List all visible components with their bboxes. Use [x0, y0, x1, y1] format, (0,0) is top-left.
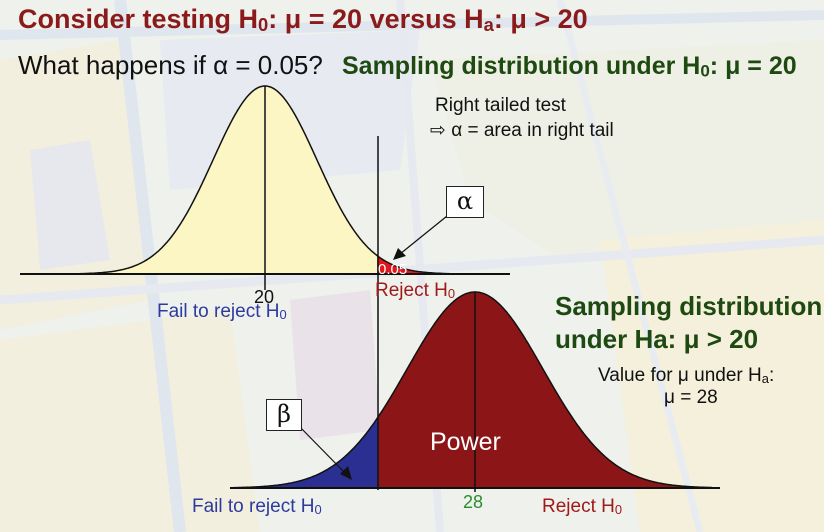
- beta-region: [232, 417, 378, 488]
- alt-reject-text: Reject H: [542, 496, 615, 517]
- alpha-value-label: 0.05: [378, 261, 408, 278]
- alternative-title-line1: Sampling distribution: [555, 291, 823, 321]
- alternative-distribution-curve: [232, 291, 712, 489]
- null-fail-to-reject-label: Fail to reject H0: [157, 302, 287, 322]
- test-type-note: Right tailed test: [435, 95, 566, 116]
- null-distribution-title: Sampling distribution under H0: μ = 20: [342, 54, 797, 80]
- title-end: : μ > 20: [493, 4, 588, 34]
- alternative-title-line2: under Ha: μ > 20: [555, 324, 759, 354]
- alpha-rejection-region: [378, 256, 500, 274]
- null-fail-text: Fail to reject H: [157, 301, 280, 322]
- alt-value-sub: a: [761, 370, 769, 386]
- alt-reject-sub: 0: [614, 501, 623, 517]
- alt-fail-text: Fail to reject H: [192, 496, 315, 517]
- title-sub-0: 0: [258, 13, 269, 35]
- alt-fail-sub: 0: [314, 501, 322, 517]
- title-prefix: Consider testing H: [18, 4, 259, 34]
- alt-value-prefix: Value for μ under H: [598, 365, 762, 386]
- beta-arrowhead: [340, 466, 352, 480]
- slide-title: Consider testing H0: μ = 20 versus Ha: μ…: [18, 6, 588, 34]
- alternative-value-line1: Value for μ under Ha:: [598, 366, 774, 386]
- alpha-pointer-arrow: [399, 211, 453, 255]
- null-reject-sub: 0: [447, 285, 456, 301]
- implies-arrow-icon: ⇨: [430, 119, 446, 141]
- alt-fail-to-reject-label: Fail to reject H0: [192, 497, 322, 517]
- null-title-sub: 0: [700, 61, 710, 81]
- alpha-arrowhead: [393, 248, 406, 260]
- alpha-definition-note: ⇨ α = area in right tail: [430, 119, 614, 141]
- power-label: Power: [430, 428, 501, 456]
- power-region: [378, 292, 712, 488]
- alpha-definition-text: α = area in right tail: [451, 120, 614, 141]
- title-mid: : μ = 20 versus H: [268, 4, 484, 34]
- null-title-prefix: Sampling distribution under H: [342, 52, 701, 80]
- null-reject-label: Reject H0: [375, 281, 455, 301]
- beta-symbol-box: β: [266, 399, 302, 431]
- alt-reject-label: Reject H0: [542, 497, 622, 517]
- null-fail-sub: 0: [279, 306, 287, 322]
- null-mean-tick-label: 20: [254, 287, 275, 307]
- title-sub-a: a: [483, 13, 494, 35]
- alternative-value-line2: μ = 28: [664, 387, 718, 408]
- null-title-end: : μ = 20: [709, 52, 797, 80]
- alt-mean-tick-label: 28: [463, 492, 484, 512]
- alpha-question: What happens if α = 0.05?: [18, 50, 323, 80]
- alt-value-end: :: [768, 365, 775, 386]
- alpha-symbol-box: α: [446, 186, 484, 218]
- beta-pointer-arrow: [296, 423, 347, 475]
- null-distribution-curve: [40, 85, 379, 275]
- null-reject-text: Reject H: [375, 280, 448, 301]
